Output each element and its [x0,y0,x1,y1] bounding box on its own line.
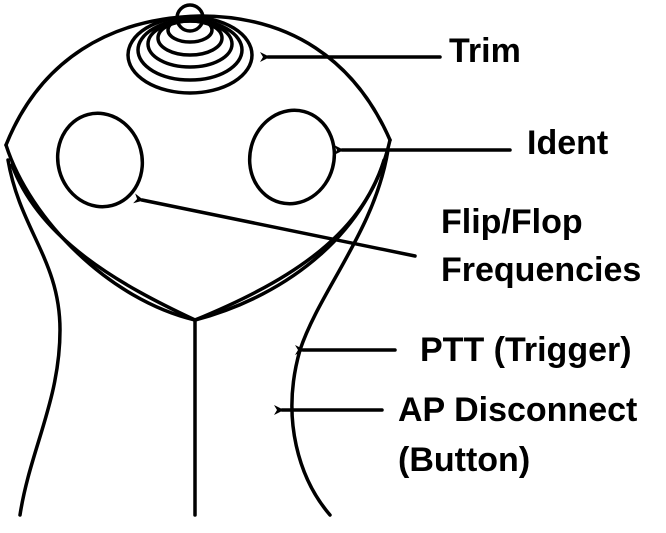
ptt-label: PTT (Trigger) [420,331,632,369]
yoke-inner-right [193,158,386,322]
ap-button-label: (Button) [398,441,531,479]
yoke-inner-left [10,163,197,322]
flip-flop-button [55,111,145,209]
trim-wheel [126,3,254,95]
ap-disconnect-label: AP Disconnect [398,391,638,429]
yoke-neck-left [6,158,62,517]
yoke-neck-right [290,148,390,517]
frequencies-label: Frequencies [441,251,642,289]
ident-label: Ident [527,124,609,162]
ident-button [247,108,337,206]
flip-flop-label: Flip/Flop [441,203,583,241]
flip-flop-arrow [133,193,417,258]
trim-label: Trim [449,32,521,70]
